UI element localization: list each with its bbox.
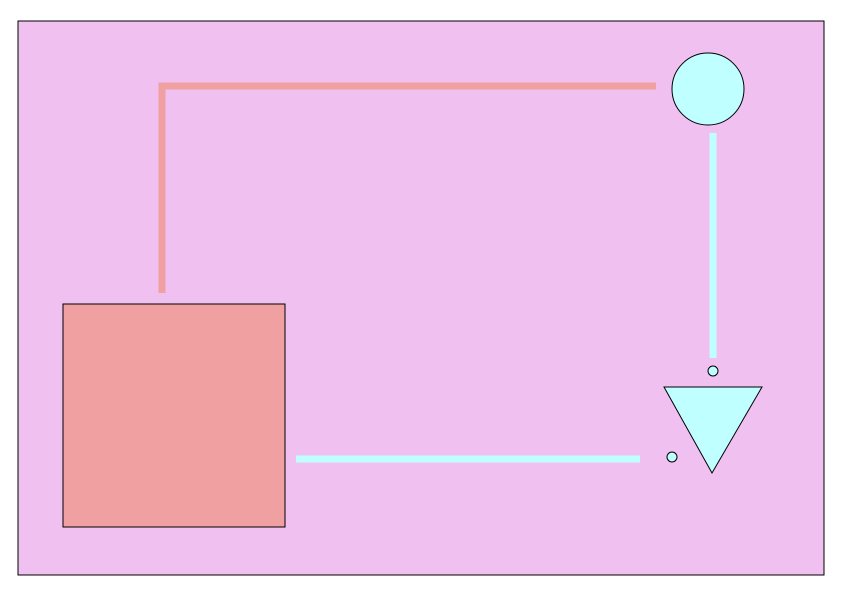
triangle-node bbox=[663, 386, 763, 475]
circle-node bbox=[671, 52, 745, 126]
square-node bbox=[62, 303, 286, 528]
small-circle-top bbox=[707, 365, 719, 377]
small-circle-left bbox=[666, 451, 678, 463]
connector-square-to-circle bbox=[158, 82, 656, 293]
